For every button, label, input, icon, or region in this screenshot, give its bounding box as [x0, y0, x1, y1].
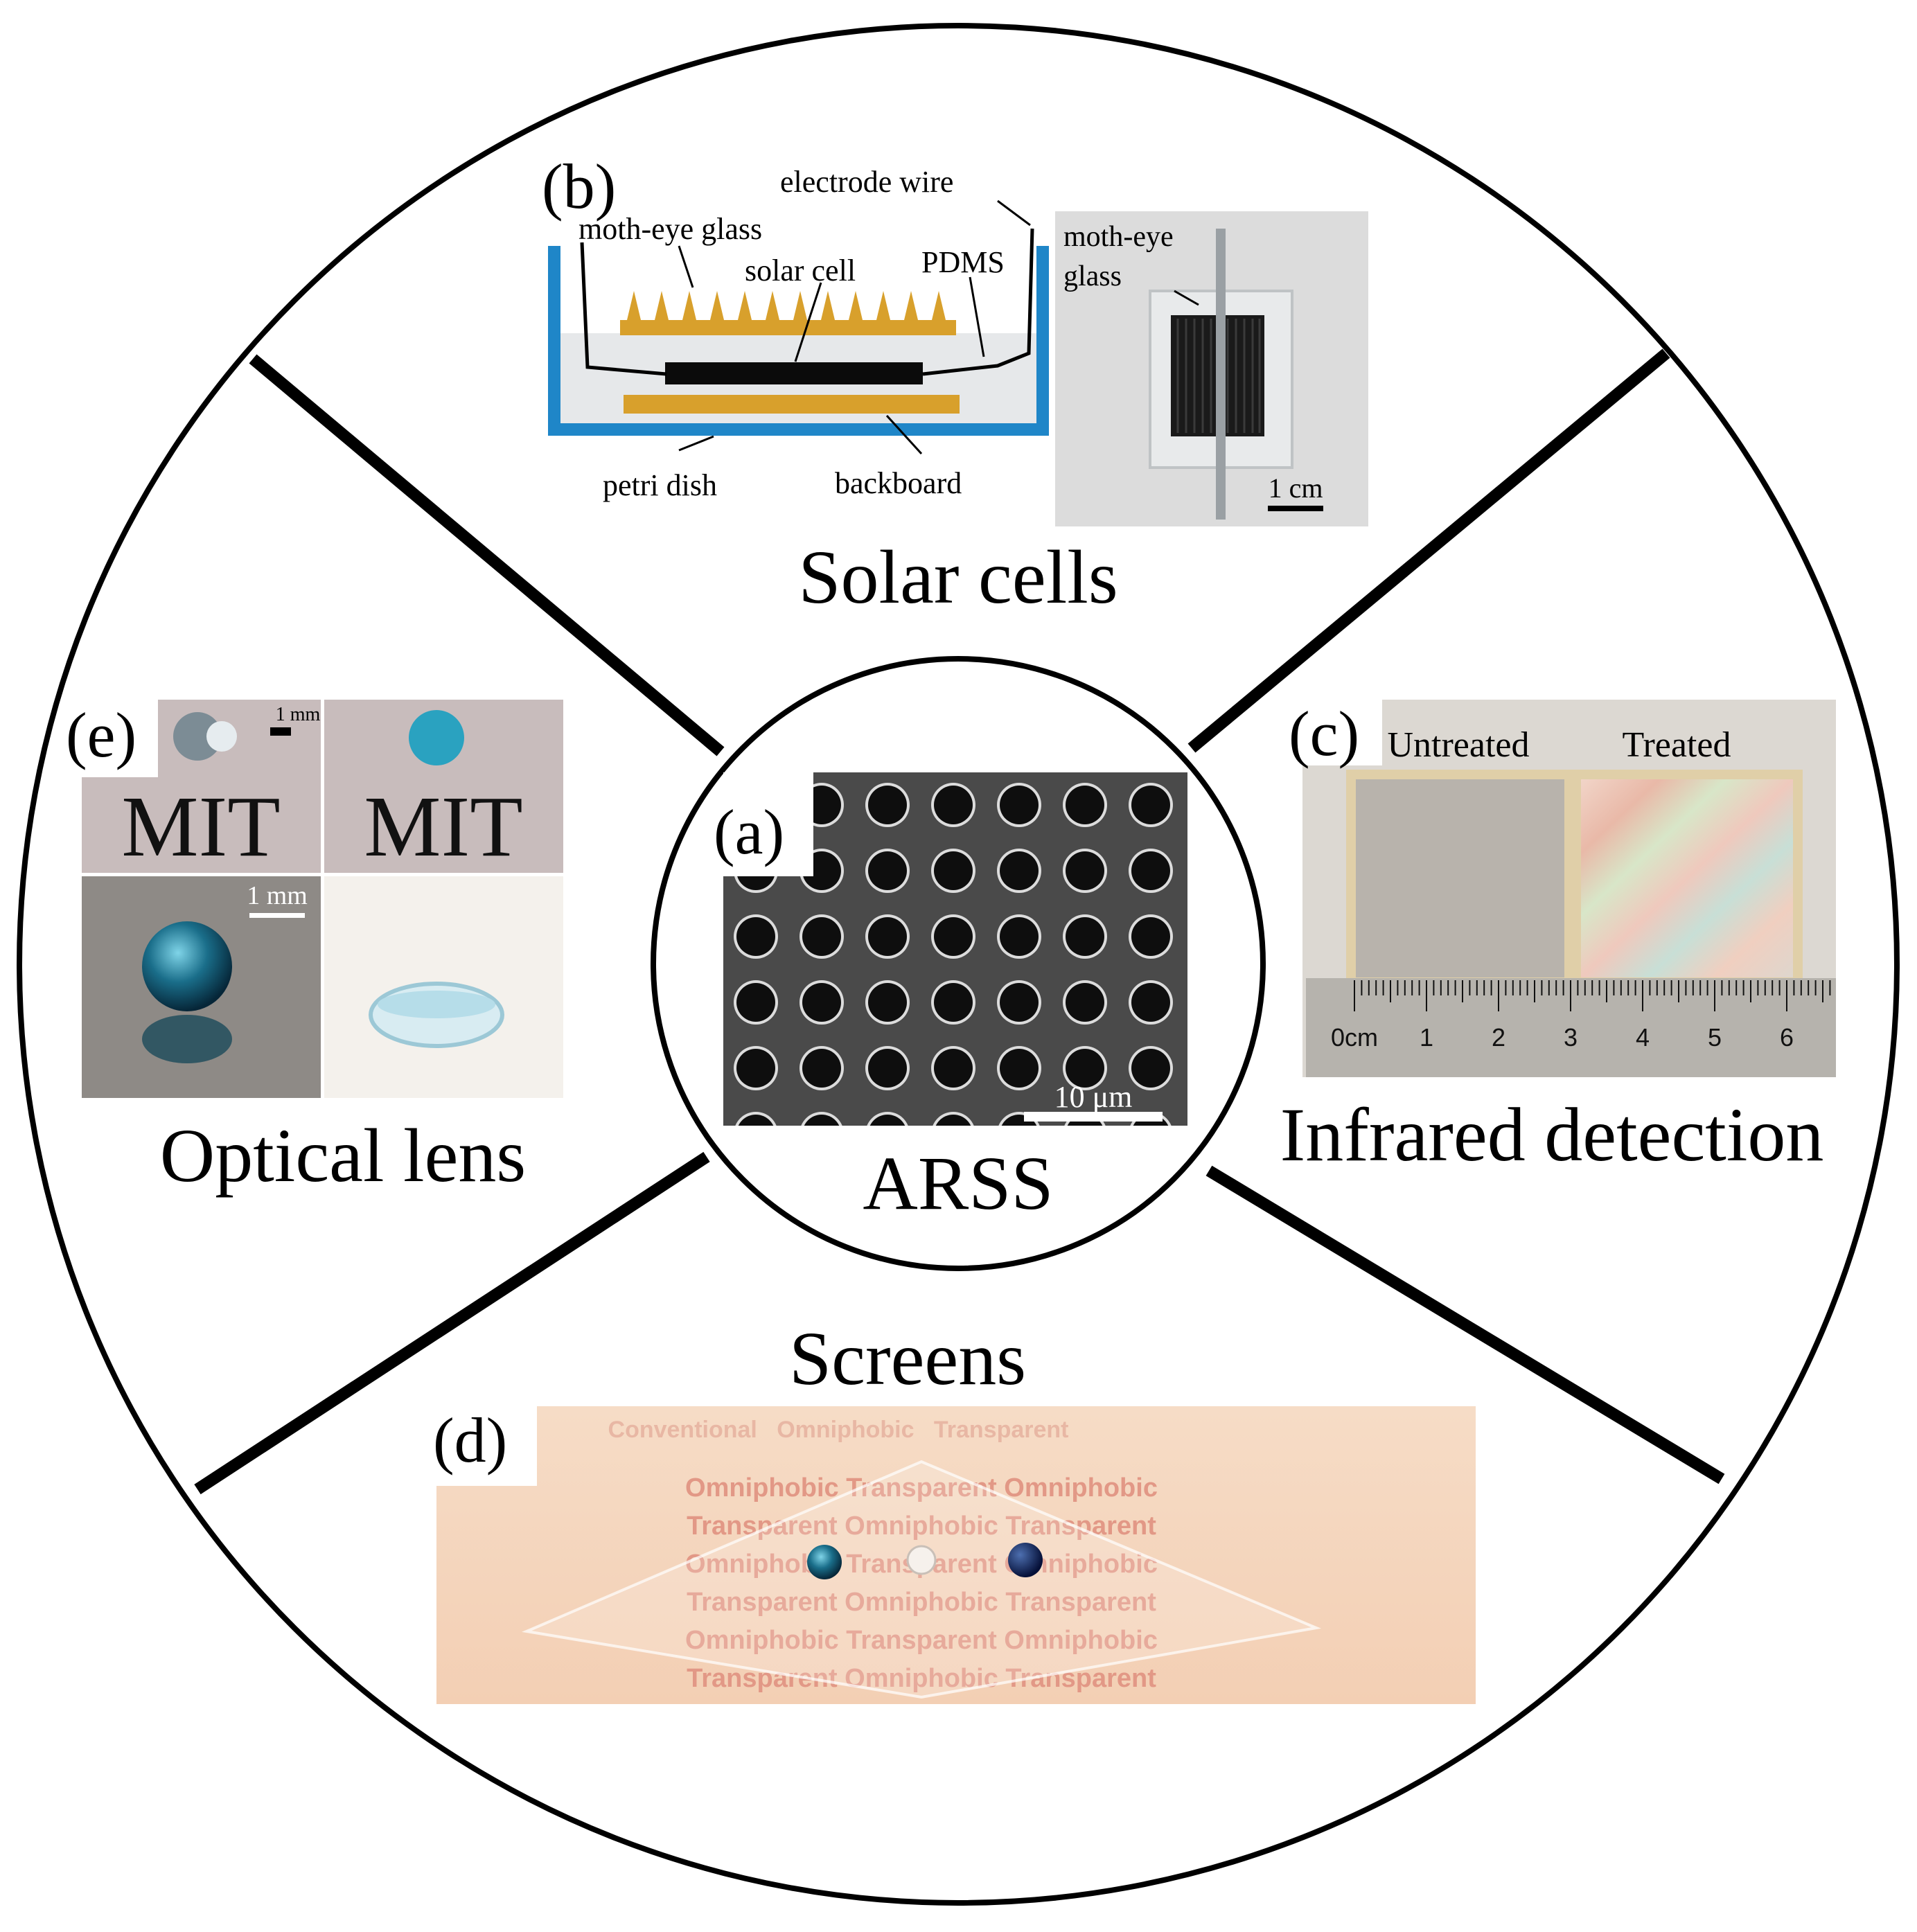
- label-treated: Treated: [1623, 725, 1731, 765]
- solar-cells-title: Solar cells: [798, 535, 1117, 619]
- label-solar-cell: solar cell: [745, 254, 856, 287]
- ruler-labels: 0cm 1 2 3 4 5 6: [1331, 1023, 1794, 1052]
- panel-c-photo: [1302, 700, 1836, 1077]
- mit-text-left: MIT: [121, 779, 280, 875]
- mit-text-right: MIT: [364, 779, 522, 875]
- screen-text-row: Omniphobic Transparent Omniphobic: [685, 1626, 1158, 1655]
- small-scale-label: 1 mm: [276, 704, 321, 725]
- treated-sample: [1571, 770, 1803, 987]
- small-scale-bar: [270, 727, 291, 736]
- untreated-sample: [1346, 770, 1574, 987]
- screen-text-row: Omniphobic Transparent Omniphobic: [685, 1473, 1158, 1503]
- photo-scale-bar: [1268, 506, 1323, 511]
- lens-scale-label: 1 mm: [247, 881, 308, 910]
- screen-droplet-navy: [1008, 1543, 1043, 1577]
- panel-a-sem-image: [723, 772, 1187, 1126]
- ruler-label: 5: [1708, 1023, 1722, 1052]
- ruler-ticks: [1354, 980, 1831, 1011]
- optical-lens-title: Optical lens: [160, 1113, 526, 1198]
- screen-text-row: Transparent Omniphobic Transparent: [687, 1588, 1156, 1617]
- sem-scale-bar: [1024, 1112, 1163, 1122]
- ruler-label: 0cm: [1331, 1023, 1378, 1052]
- screen-droplet-clear: [906, 1545, 937, 1575]
- photo-label-moth-eye: moth-eye: [1063, 221, 1174, 253]
- glass-slide: [521, 1460, 1322, 1699]
- label-pdms: PDMS: [921, 245, 1005, 279]
- ruler-label: 2: [1492, 1023, 1505, 1052]
- ruler-label: 6: [1780, 1023, 1794, 1052]
- panel-a-letter: (a): [714, 797, 784, 867]
- droplet-before: [173, 712, 222, 761]
- photo-label-glass: glass: [1063, 260, 1122, 292]
- photo-scale-label: 1 cm: [1269, 472, 1323, 504]
- screen-text-row: Transparent Omniphobic Transparent: [687, 1512, 1156, 1541]
- label-moth-eye-glass: moth-eye glass: [578, 212, 762, 246]
- backboard-layer: [624, 395, 960, 414]
- center-title: ARSS: [863, 1141, 1053, 1225]
- lens-droplet: [142, 921, 232, 1011]
- panel-d-letter: (d): [433, 1405, 507, 1475]
- panel-e-photos: [82, 700, 563, 1098]
- electrode-wire-right: [922, 228, 1034, 376]
- label-backboard: backboard: [835, 466, 962, 500]
- moth-eye-spikes: [627, 291, 946, 320]
- label-untreated: Untreated: [1387, 725, 1529, 765]
- droplet-blue: [409, 710, 464, 765]
- panel-b-letter: (b): [542, 151, 616, 222]
- panel-c-letter: (c): [1289, 698, 1359, 769]
- panel-b-schematic: [548, 200, 1049, 455]
- screens-title: Screens: [789, 1316, 1026, 1401]
- label-petri-dish: petri dish: [603, 468, 717, 502]
- panel-b-photo: [1055, 211, 1368, 526]
- ruler-label: 4: [1636, 1023, 1650, 1052]
- solar-cell-bar: [665, 362, 923, 384]
- label-electrode-wire: electrode wire: [780, 165, 953, 199]
- ruler-label: 3: [1564, 1023, 1578, 1052]
- lens-scale-bar: [249, 913, 305, 918]
- petri-dish: [548, 246, 1049, 436]
- panel-d-photo: Conventional Omniphobic Transparent Omni…: [436, 1406, 1476, 1704]
- divider-lines: [194, 348, 1725, 1495]
- moth-eye-glass-layer: [620, 320, 956, 335]
- panel-e-letter: (e): [66, 700, 136, 770]
- sem-scale-label: 10 μm: [1054, 1080, 1133, 1114]
- screen-header-row: Conventional Omniphobic Transparent: [608, 1417, 1069, 1443]
- infrared-title: Infrared detection: [1280, 1092, 1824, 1177]
- screen-droplet-blue: [807, 1545, 842, 1579]
- electrode-wire-left: [580, 242, 667, 376]
- photo-electrode-strip: [1216, 229, 1226, 520]
- ruler-label: 1: [1420, 1023, 1433, 1052]
